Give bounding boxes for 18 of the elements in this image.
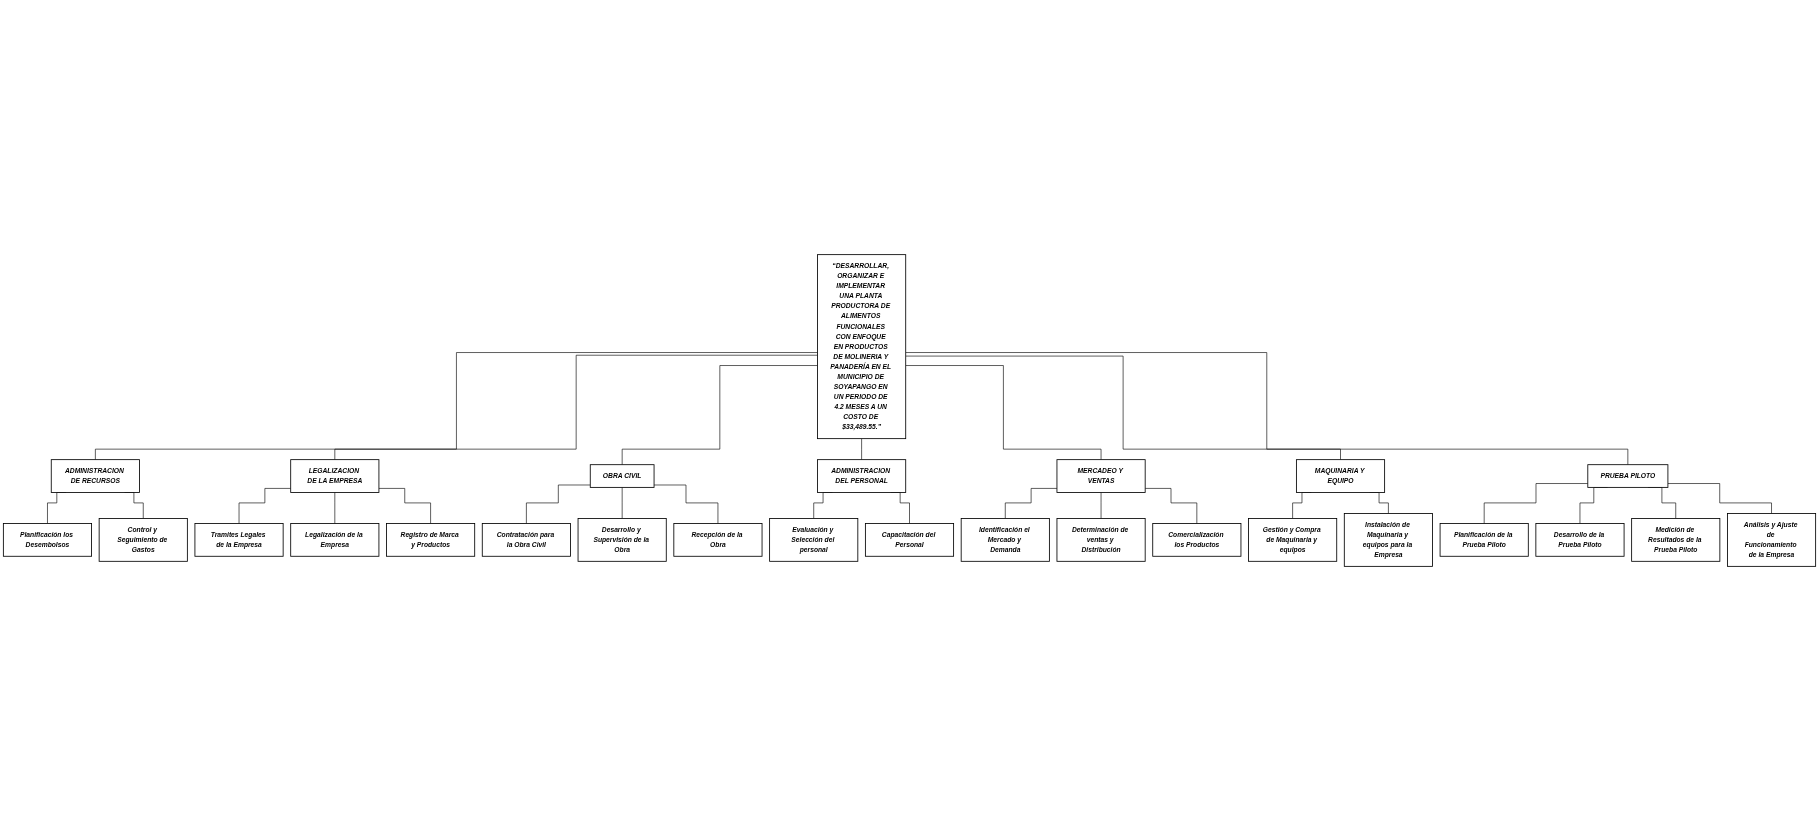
connector <box>1144 488 1198 524</box>
connector <box>621 487 623 519</box>
connector <box>334 492 336 524</box>
connector <box>378 488 431 524</box>
connector <box>95 352 818 460</box>
connector <box>1483 483 1589 524</box>
connector <box>861 438 862 460</box>
connector <box>1100 492 1102 519</box>
connector <box>1667 483 1772 514</box>
connector <box>334 354 818 460</box>
connector <box>621 365 818 465</box>
connector <box>1004 488 1058 519</box>
connector <box>905 352 1629 465</box>
connector <box>653 484 719 524</box>
connector <box>526 484 591 524</box>
connector <box>905 355 1341 460</box>
connector <box>238 488 291 524</box>
connector <box>905 365 1102 460</box>
